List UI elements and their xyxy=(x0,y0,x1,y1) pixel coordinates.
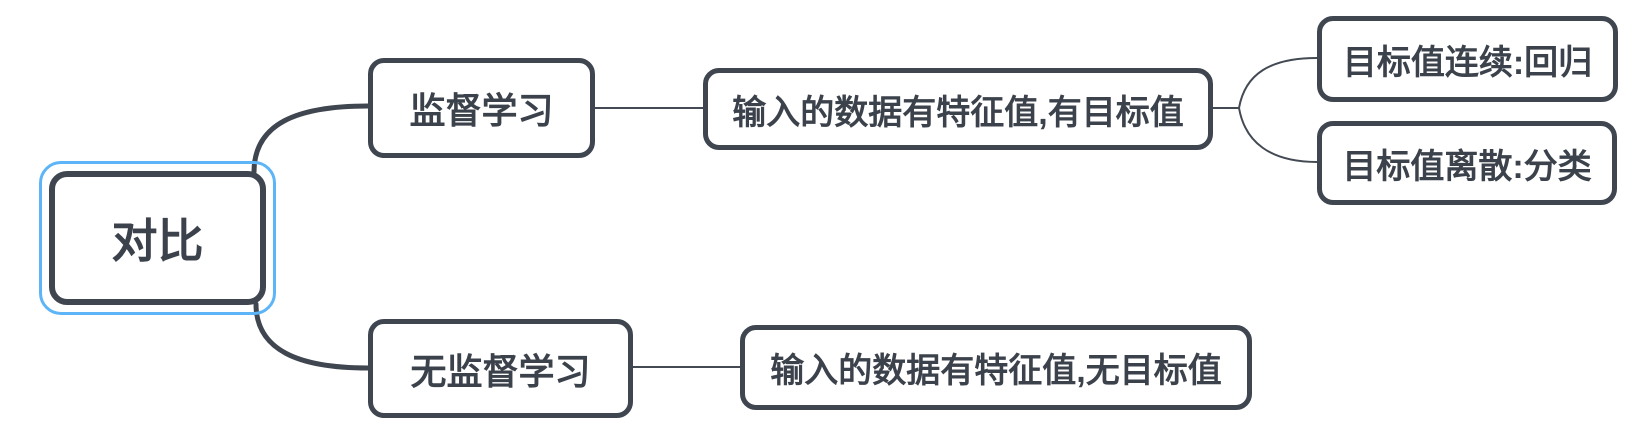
node-supervised-description[interactable]: 输入的数据有特征值,有目标值 xyxy=(703,68,1213,150)
connector-desc-regression xyxy=(1238,57,1318,109)
node-supervised-learning[interactable]: 监督学习 xyxy=(368,58,595,158)
node-regression[interactable]: 目标值连续:回归 xyxy=(1317,16,1618,102)
connector-root-unsupervised xyxy=(253,301,371,371)
node-unsupervised-description[interactable]: 输入的数据有特征值,无目标值 xyxy=(740,325,1252,410)
node-unsupervised-learning[interactable]: 无监督学习 xyxy=(368,319,633,418)
selection-outline xyxy=(39,161,276,315)
node-root[interactable]: 对比 xyxy=(49,171,266,305)
connector-desc-classification xyxy=(1238,107,1318,163)
connector-root-supervised xyxy=(251,103,371,175)
node-classification[interactable]: 目标值离散:分类 xyxy=(1317,121,1617,205)
